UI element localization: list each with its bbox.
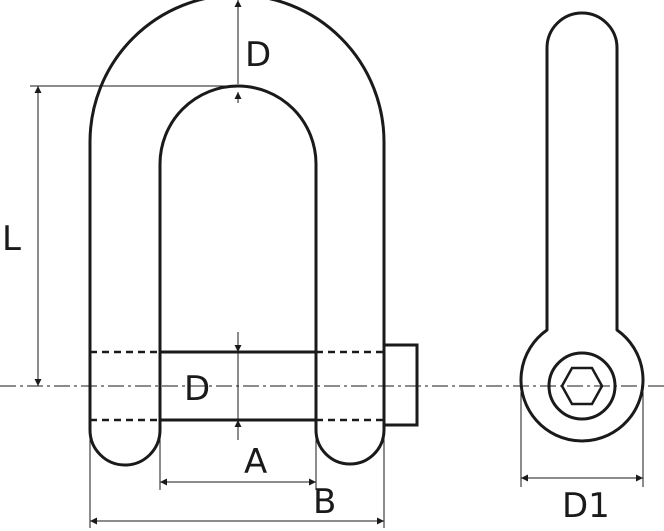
label-d-pin: D xyxy=(184,369,210,409)
pin-head xyxy=(382,343,419,427)
label-b: B xyxy=(313,482,336,522)
shackle-body-outline xyxy=(88,0,386,467)
dimension-b xyxy=(89,432,385,528)
shackle-side-view xyxy=(519,11,645,443)
pin-hole xyxy=(547,351,617,421)
hex-socket-icon xyxy=(560,366,604,406)
label-d1: D1 xyxy=(562,486,610,526)
dimension-a xyxy=(159,432,317,490)
label-l: L xyxy=(2,219,21,259)
pin xyxy=(90,343,419,427)
label-d-top: D xyxy=(245,35,271,75)
dimension-d1 xyxy=(520,392,644,487)
dimension-l xyxy=(30,85,238,386)
label-a: A xyxy=(244,442,267,482)
